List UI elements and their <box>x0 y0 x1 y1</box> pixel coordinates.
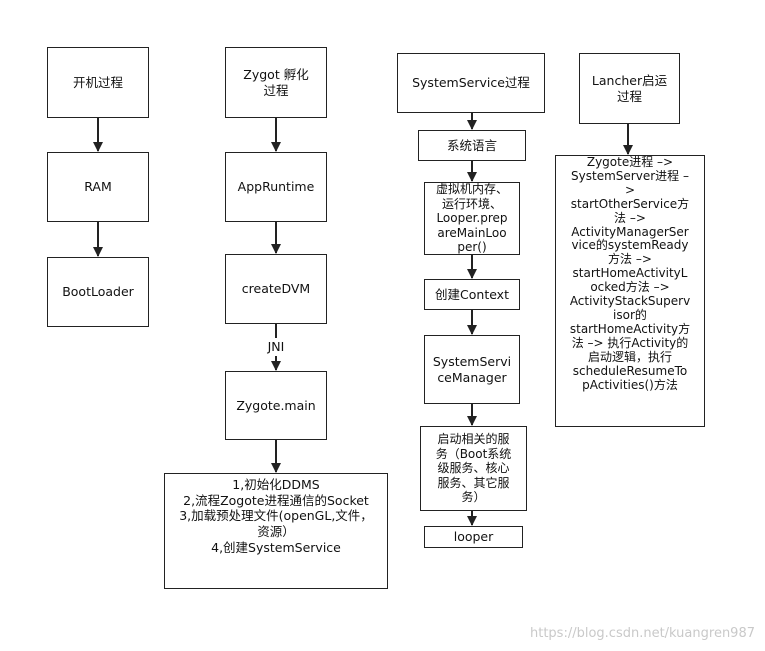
system-language-box: 系统语言 <box>418 130 526 161</box>
watermark: https://blog.csdn.net/kuangren987 <box>530 626 755 641</box>
systemservicemanager-box: SystemServi ceManager <box>424 335 520 404</box>
createdvm-box: createDVM <box>225 254 327 324</box>
vm-memory-box: 虚拟机内存、 运行环境、 Looper.prep areMainLoo per(… <box>424 182 520 255</box>
create-context-box: 创建Context <box>424 279 520 310</box>
looper-box: looper <box>424 526 523 548</box>
zygote-hatch-box: Zygot 孵化 过程 <box>225 47 327 118</box>
boot-process-box: 开机过程 <box>47 47 149 118</box>
jni-label: JNI <box>262 339 290 356</box>
launcher-flow-box: Zygote进程 –> SystemServer进程 – > startOthe… <box>555 155 705 427</box>
bootloader-box: BootLoader <box>47 257 149 327</box>
zygote-init-steps-box: 1,初始化DDMS 2,流程Zogote进程通信的Socket 3,加载预处理文… <box>164 473 388 589</box>
systemservice-box: SystemService过程 <box>397 53 545 113</box>
appruntime-box: AppRuntime <box>225 152 327 222</box>
zygote-main-box: Zygote.main <box>225 371 327 440</box>
ram-box: RAM <box>47 152 149 222</box>
start-services-box: 启动相关的服 务（Boot系统 级服务、核心 服务、其它服 务） <box>420 426 527 511</box>
launcher-start-box: Lancher启运 过程 <box>579 53 680 124</box>
